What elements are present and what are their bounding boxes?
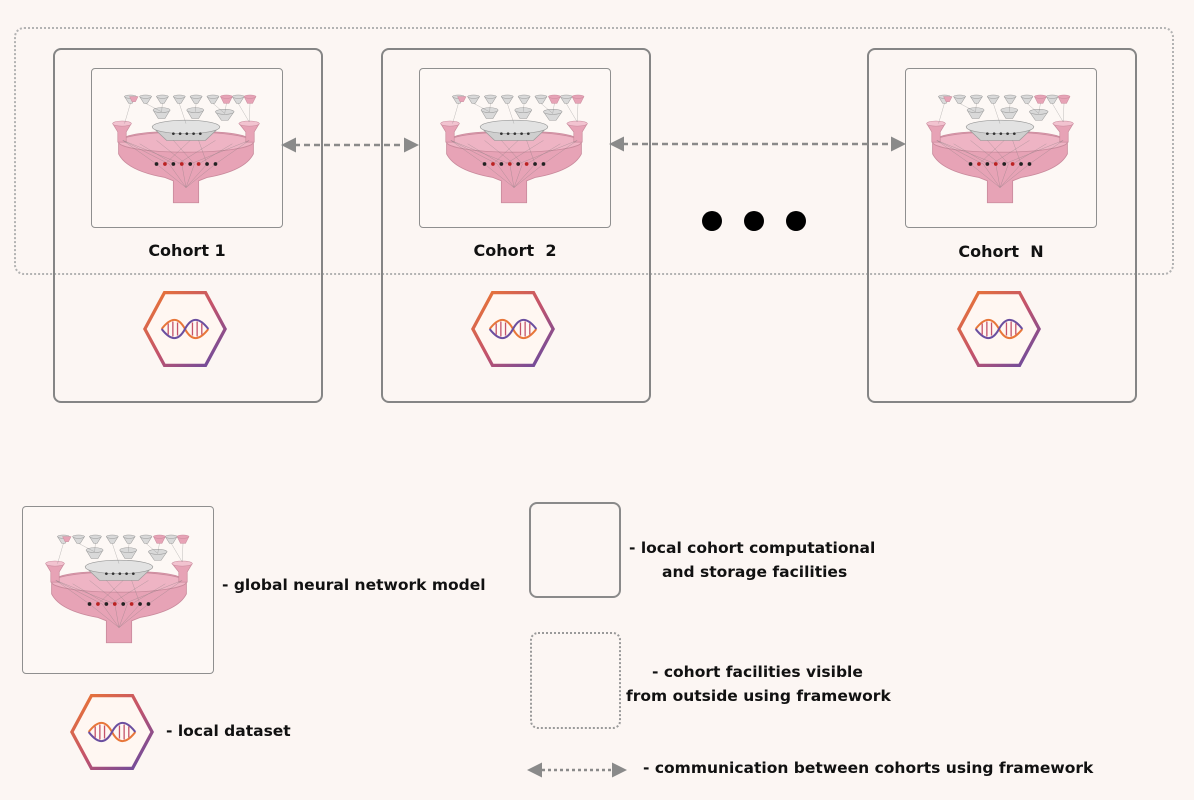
dna-hexagon-icon bbox=[143, 287, 227, 371]
legend-visible-box bbox=[530, 632, 621, 729]
cohort-1-model-frame bbox=[91, 68, 283, 228]
legend-facilities-box bbox=[529, 502, 621, 598]
continuation-dot bbox=[786, 211, 806, 231]
dna-hexagon-icon bbox=[70, 690, 154, 774]
cohort-n-label: Cohort N bbox=[958, 242, 1044, 261]
legend-model-frame bbox=[22, 506, 214, 674]
legend-facilities-label-line1: - local cohort computational bbox=[629, 539, 876, 557]
continuation-dot bbox=[702, 211, 722, 231]
cohort-2-label: Cohort 2 bbox=[473, 241, 557, 260]
cohort-n-model-frame bbox=[905, 68, 1097, 228]
neural-network-funnel-icon bbox=[920, 83, 1080, 213]
framework-visibility-zone bbox=[14, 27, 1174, 275]
legend-visible-label-line1: - cohort facilities visible bbox=[652, 663, 863, 681]
cohort-n-box bbox=[867, 48, 1137, 403]
legend-visible-label-line2: from outside using framework bbox=[626, 687, 891, 705]
legend-facilities-label-line2: and storage facilities bbox=[662, 563, 848, 581]
cohort-1-box bbox=[53, 48, 323, 403]
neural-network-funnel-icon bbox=[39, 523, 199, 653]
continuation-dot bbox=[744, 211, 764, 231]
neural-network-funnel-icon bbox=[106, 83, 266, 213]
cohort-1-label: Cohort 1 bbox=[148, 241, 226, 260]
neural-network-funnel-icon bbox=[434, 83, 594, 213]
legend-dataset-label: - local dataset bbox=[166, 722, 291, 740]
legend-communication-label: - communication between cohorts using fr… bbox=[643, 759, 1094, 777]
cohort-2-box bbox=[381, 48, 651, 403]
dna-hexagon-icon bbox=[471, 287, 555, 371]
legend-model-label: - global neural network model bbox=[222, 576, 486, 594]
dna-hexagon-icon bbox=[957, 287, 1041, 371]
cohort-2-model-frame bbox=[419, 68, 611, 228]
